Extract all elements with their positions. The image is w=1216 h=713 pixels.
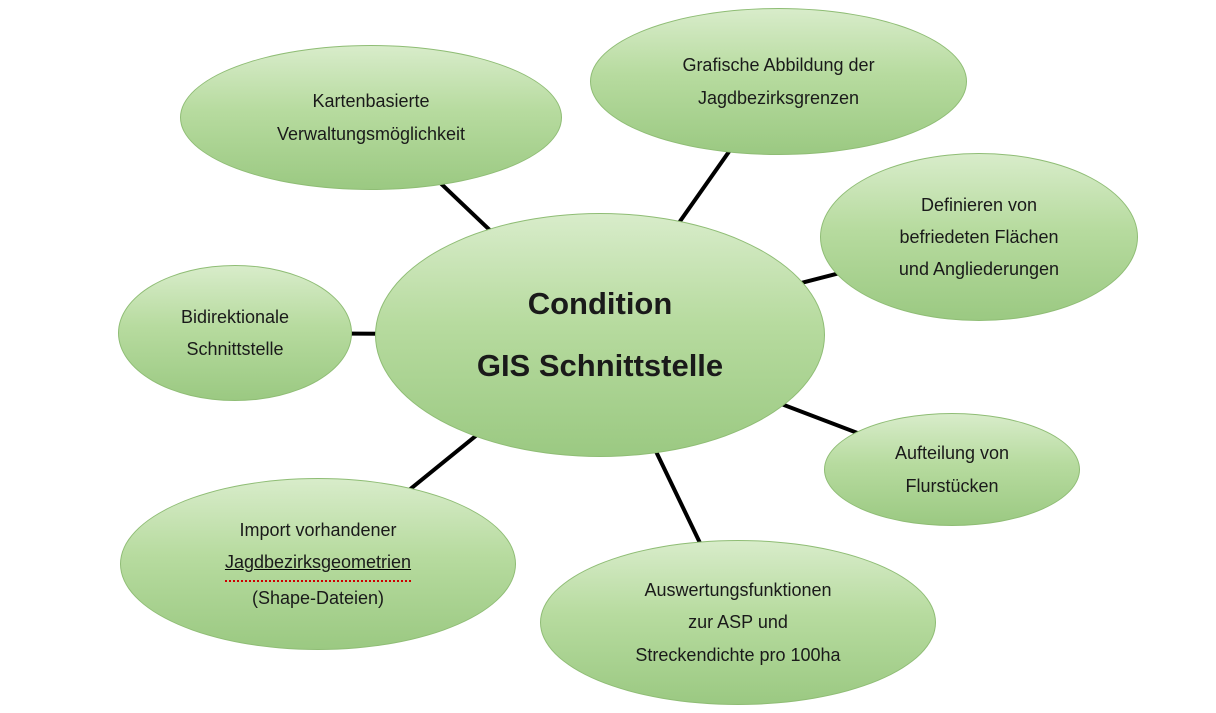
node-grafische-abbildung: Grafische Abbildung der Jagdbezirksgrenz… — [590, 8, 967, 155]
node-label-line: befriedeten Flächen — [899, 226, 1059, 247]
center-node-title-line2: GIS Schnittstelle — [476, 348, 724, 383]
node-label-line: Grafische Abbildung der — [682, 55, 875, 76]
node-label-line: Auswertungsfunktionen — [644, 580, 832, 601]
node-label-line: Aufteilung von — [894, 443, 1010, 464]
node-kartenbasierte-verwaltung: Kartenbasierte Verwaltungsmöglichkeit — [180, 45, 562, 190]
node-auswertungsfunktionen: Auswertungsfunktionen zur ASP und Streck… — [540, 540, 936, 705]
node-label-line: Verwaltungsmöglichkeit — [276, 123, 466, 144]
node-import-jagdbezirksgeometrien: Import vorhandener Jagdbezirksgeometrien… — [120, 478, 516, 650]
node-bidirektionale-schnittstelle: Bidirektionale Schnittstelle — [118, 265, 352, 401]
node-label-line: zur ASP und — [688, 612, 788, 633]
node-label-line: Definieren von — [920, 194, 1038, 215]
node-label-line: und Angliederungen — [898, 259, 1060, 280]
node-label-line-spellchecked: Jagdbezirksgeometrien — [224, 546, 412, 582]
node-label-line: Kartenbasierte — [312, 91, 430, 112]
node-label-line: Import vorhandener — [239, 520, 397, 541]
node-label-line: Streckendichte pro 100ha — [635, 644, 841, 665]
node-aufteilung-flurstuecke: Aufteilung von Flurstücken — [824, 413, 1080, 526]
node-label-line: Flurstücken — [905, 475, 999, 496]
node-definieren-befriedete-flaechen: Definieren von befriedeten Flächen und A… — [820, 153, 1138, 321]
node-label-line: Jagdbezirksgrenzen — [697, 87, 860, 108]
node-label-line: Schnittstelle — [186, 339, 284, 359]
node-label-line: Bidirektionale — [180, 306, 290, 327]
node-label-line: (Shape-Dateien) — [251, 587, 385, 608]
center-node-gis-schnittstelle: Condition GIS Schnittstelle — [375, 213, 825, 457]
center-node-title-line1: Condition — [527, 285, 673, 321]
